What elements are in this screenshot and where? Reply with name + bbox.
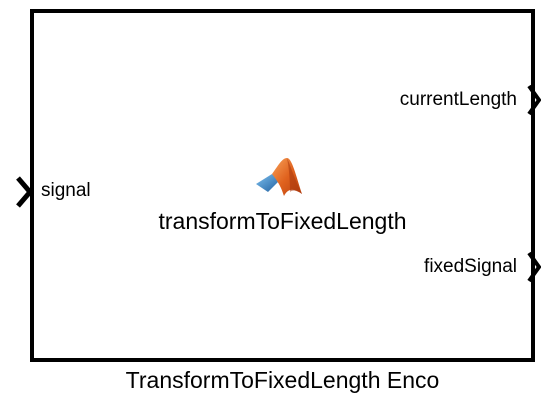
function-name-label: transformToFixedLength: [158, 208, 407, 234]
matlab-logo-icon: [256, 158, 302, 196]
output-port-fixedSignal-arrow[interactable]: [527, 250, 541, 284]
input-port-signal-arrow[interactable]: [14, 174, 36, 210]
output-port-currentLength-arrow[interactable]: [527, 83, 541, 117]
input-port-label-signal: signal: [41, 180, 91, 201]
output-port-label-currentLength: currentLength: [399, 89, 517, 110]
output-port-label-fixedSignal: fixedSignal: [424, 256, 517, 277]
block-caption[interactable]: TransformToFixedLength Enco: [125, 367, 440, 393]
